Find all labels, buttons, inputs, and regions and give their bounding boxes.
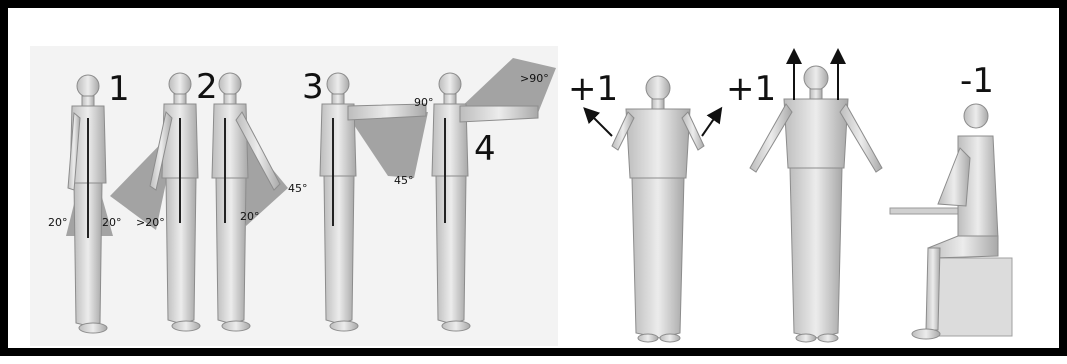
human-figure-back	[612, 76, 704, 342]
seat-box	[936, 258, 1012, 336]
panel-label: 3	[302, 67, 324, 107]
panel-plus1-abducted: +1	[568, 69, 720, 342]
posture-diagram: 1 20° 20° 2 >20° 20° 45°	[8, 8, 1067, 364]
panel-label: -1	[960, 61, 994, 101]
angle-label: 20°	[102, 216, 122, 229]
panel-label: +1	[568, 69, 618, 109]
panel-label: 4	[474, 129, 496, 169]
angle-label: 20°	[48, 216, 68, 229]
arrow-right	[702, 110, 720, 136]
diagram-frame: 1 20° 20° 2 >20° 20° 45°	[0, 0, 1067, 356]
angle-label: 45°	[394, 174, 414, 187]
angle-label: 20°	[240, 210, 260, 223]
panel-minus1-seated: -1	[890, 61, 1012, 339]
panel-label: 2	[196, 67, 218, 107]
panel-label: 1	[108, 69, 130, 109]
arrow-left	[586, 110, 612, 136]
angle-label: >20°	[136, 216, 165, 229]
panel-plus1-shrug: +1	[726, 52, 882, 342]
angle-label: >90°	[520, 72, 549, 85]
angle-label: 90°	[414, 96, 434, 109]
angle-label: 45°	[288, 182, 308, 195]
panel-label: +1	[726, 69, 776, 109]
